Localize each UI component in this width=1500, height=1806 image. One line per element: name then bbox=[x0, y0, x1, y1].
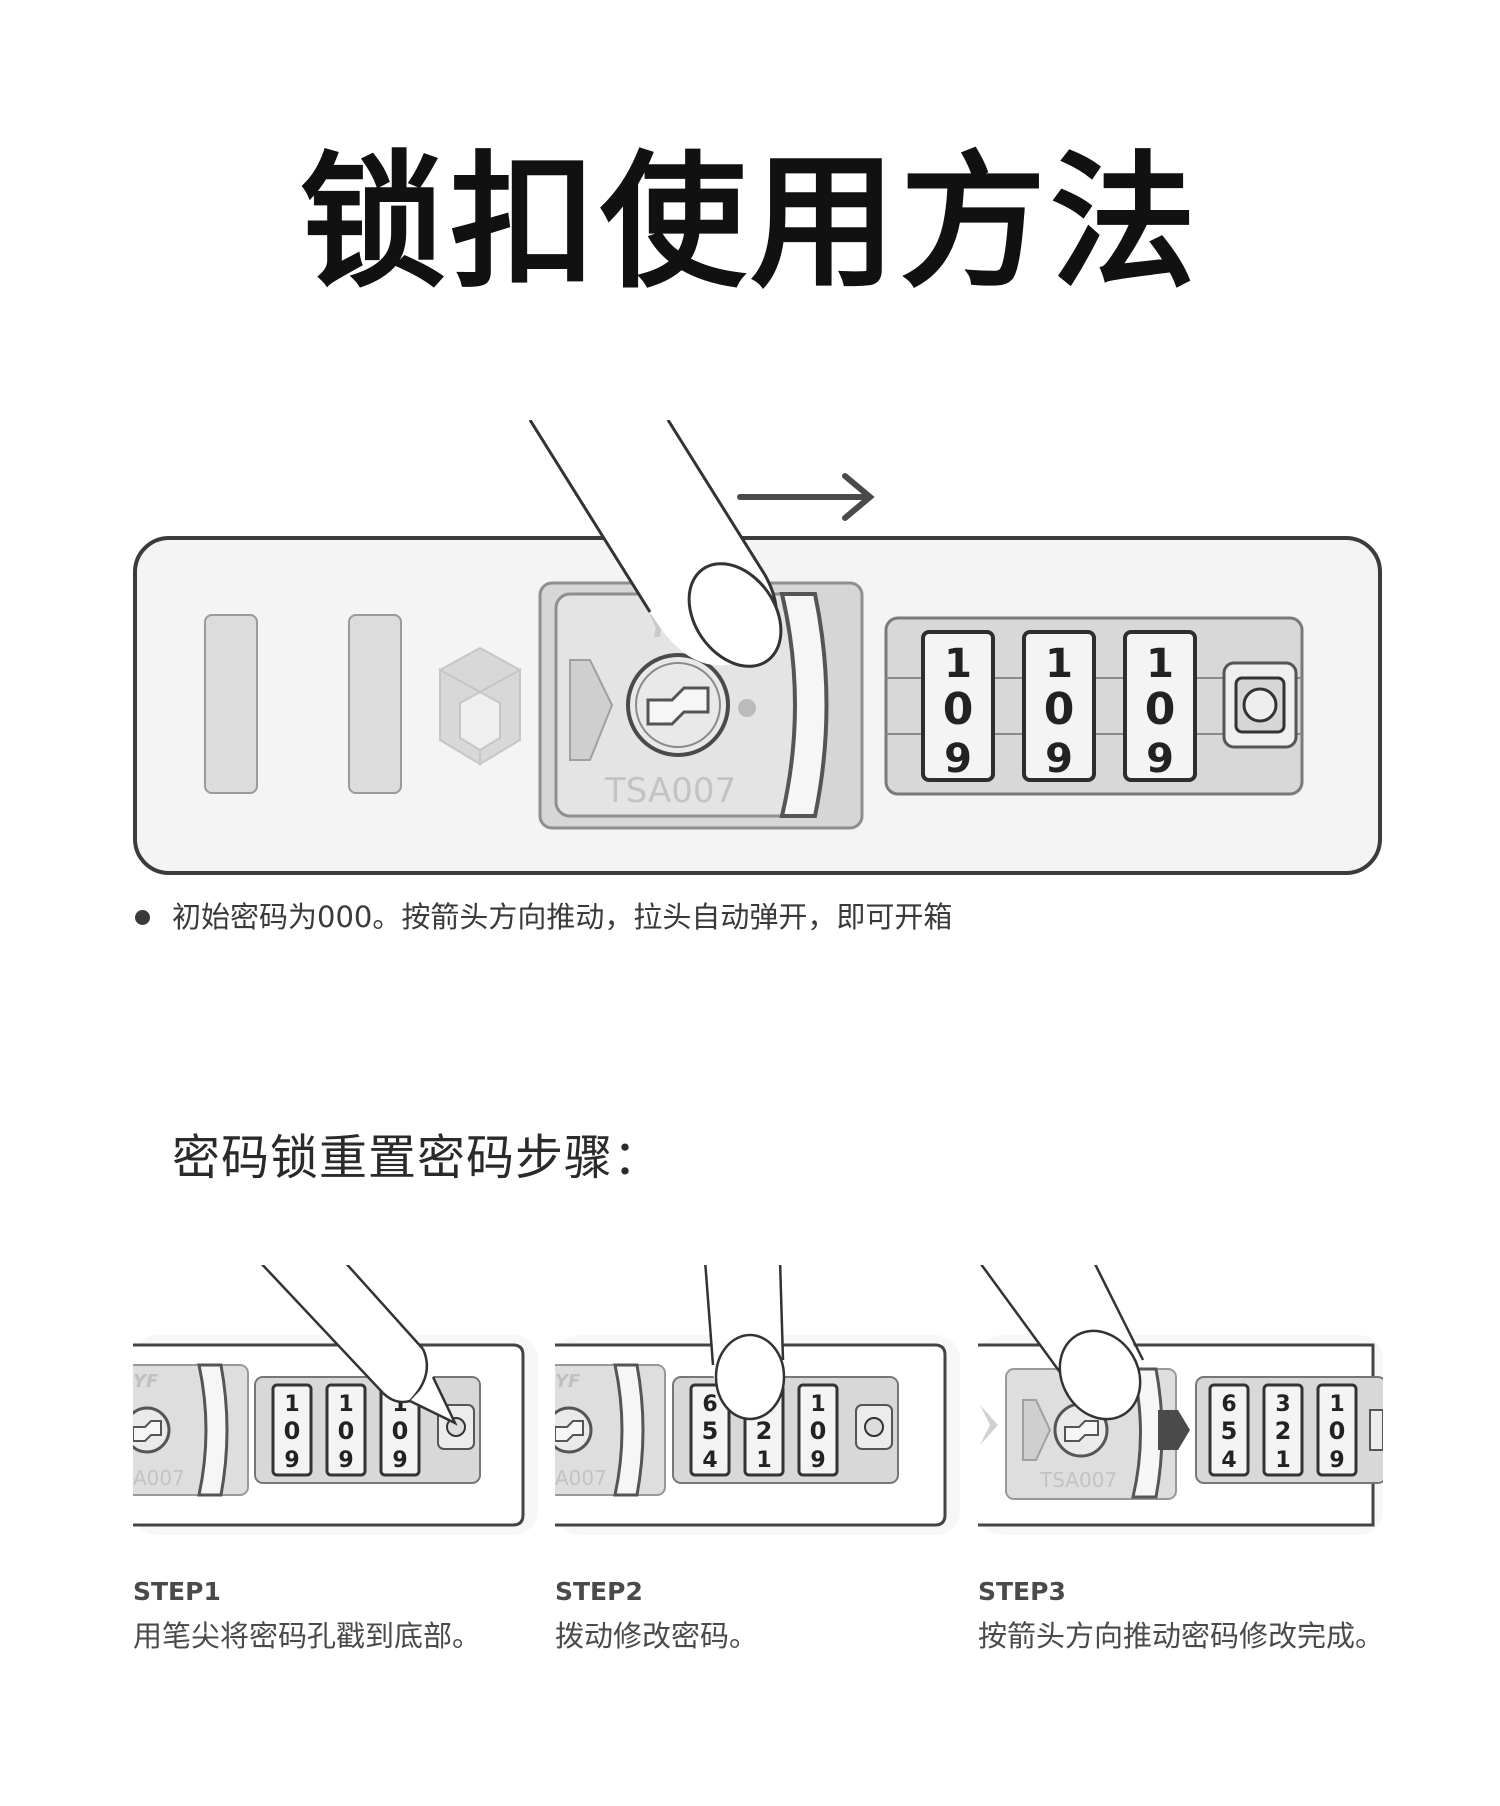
svg-text:9: 9 bbox=[1146, 736, 1174, 782]
svg-text:YF: YF bbox=[133, 1371, 159, 1392]
step2-description: 拨动修改密码。 bbox=[555, 1619, 759, 1653]
svg-text:0: 0 bbox=[1044, 684, 1075, 735]
svg-text:1: 1 bbox=[338, 1392, 353, 1417]
reset-hole-button[interactable] bbox=[1222, 661, 1298, 749]
dial-3[interactable]: 1 0 9 bbox=[1123, 630, 1197, 782]
step3-dial-3[interactable]: 1 0 9 bbox=[1316, 1383, 1358, 1477]
svg-text:1: 1 bbox=[1146, 641, 1174, 687]
step2-dial-1[interactable]: 6 5 4 bbox=[689, 1383, 731, 1477]
page-title: 锁扣使用方法 bbox=[300, 138, 1200, 308]
svg-text:2: 2 bbox=[756, 1417, 773, 1445]
svg-text:3: 3 bbox=[1275, 1392, 1290, 1417]
svg-text:TSA007: TSA007 bbox=[1039, 1468, 1117, 1492]
svg-text:A007: A007 bbox=[555, 1466, 607, 1490]
svg-text:0: 0 bbox=[284, 1417, 301, 1445]
step3-label: STEP3 bbox=[978, 1577, 1066, 1606]
svg-text:2: 2 bbox=[1275, 1417, 1292, 1445]
svg-text:1: 1 bbox=[810, 1392, 825, 1417]
note-text: 初始密码为000。按箭头方向推动，拉头自动弹开，即可开箱 bbox=[172, 900, 953, 934]
step1-description: 用笔尖将密码孔戳到底部。 bbox=[133, 1619, 482, 1653]
svg-text:1: 1 bbox=[284, 1392, 299, 1417]
finger-pushing-icon bbox=[528, 420, 783, 668]
faded-arrow-icon bbox=[980, 1405, 998, 1445]
svg-text:9: 9 bbox=[1045, 736, 1073, 782]
initial-password-note: 初始密码为000。按箭头方向推动，拉头自动弹开，即可开箱 bbox=[135, 897, 952, 937]
svg-text:4: 4 bbox=[1221, 1448, 1236, 1473]
svg-text:9: 9 bbox=[944, 736, 972, 782]
svg-text:YF: YF bbox=[555, 1371, 581, 1392]
svg-text:9: 9 bbox=[810, 1448, 825, 1473]
push-arrow-icon bbox=[1158, 1410, 1190, 1450]
pen-tip-icon bbox=[260, 1265, 458, 1426]
step3-dial-1[interactable]: 6 5 4 bbox=[1208, 1383, 1250, 1477]
svg-text:9: 9 bbox=[338, 1448, 353, 1473]
step1-dial-3[interactable]: 1 0 9 bbox=[379, 1383, 421, 1477]
step3-dial-2[interactable]: 3 2 1 bbox=[1262, 1383, 1304, 1477]
step3-description: 按箭头方向推动密码修改完成。 bbox=[978, 1619, 1385, 1653]
svg-text:0: 0 bbox=[338, 1417, 355, 1445]
svg-text:0: 0 bbox=[1145, 684, 1176, 735]
svg-text:6: 6 bbox=[702, 1392, 717, 1417]
step1-illustration: YF A007 1 0 9 1 0 9 1 0 9 bbox=[133, 1265, 538, 1535]
strap-slot-left bbox=[204, 614, 258, 794]
step3-finger-icon bbox=[980, 1265, 1145, 1421]
svg-text:9: 9 bbox=[392, 1448, 407, 1473]
cube-logo-icon bbox=[437, 646, 523, 766]
svg-text:1: 1 bbox=[756, 1448, 771, 1473]
dial-1[interactable]: 1 0 9 bbox=[921, 630, 995, 782]
svg-text:1: 1 bbox=[944, 641, 972, 687]
step2-finger-icon bbox=[704, 1265, 786, 1421]
reset-heading: 密码锁重置密码步骤： bbox=[172, 1130, 663, 1186]
svg-text:0: 0 bbox=[1329, 1417, 1346, 1445]
dial-2[interactable]: 1 0 9 bbox=[1022, 630, 1096, 782]
bullet-icon bbox=[135, 909, 150, 925]
step1-dial-2[interactable]: 1 0 9 bbox=[325, 1383, 367, 1477]
main-lock-illustration: YF TSA007 1 0 9 1 0 9 1 0 9 bbox=[133, 420, 1382, 875]
svg-text:0: 0 bbox=[943, 684, 974, 735]
slider-curve bbox=[779, 592, 829, 818]
svg-text:1: 1 bbox=[1275, 1448, 1290, 1473]
svg-text:0: 0 bbox=[810, 1417, 827, 1445]
step2-illustration: YF A007 6 5 4 3 2 1 1 0 9 bbox=[555, 1265, 960, 1535]
svg-text:0: 0 bbox=[392, 1417, 409, 1445]
strap-slot-right bbox=[348, 614, 402, 794]
step3-illustration: TSA007 6 5 4 3 2 1 1 0 9 bbox=[978, 1265, 1383, 1535]
push-direction-arrow-icon bbox=[737, 473, 875, 521]
step2-label: STEP2 bbox=[555, 1577, 643, 1606]
svg-text:1: 1 bbox=[1045, 641, 1073, 687]
svg-text:5: 5 bbox=[702, 1417, 719, 1445]
svg-text:6: 6 bbox=[1221, 1392, 1236, 1417]
step2-reset-hole[interactable] bbox=[855, 1404, 893, 1450]
tsa-arrow-icon bbox=[569, 659, 614, 761]
svg-text:4: 4 bbox=[702, 1448, 717, 1473]
step1-label: STEP1 bbox=[133, 1577, 221, 1606]
svg-text:1: 1 bbox=[1329, 1392, 1344, 1417]
tsa-model-text: TSA007 bbox=[604, 771, 736, 811]
svg-text:A007: A007 bbox=[133, 1466, 185, 1490]
svg-text:5: 5 bbox=[1221, 1417, 1238, 1445]
svg-text:9: 9 bbox=[284, 1448, 299, 1473]
svg-text:9: 9 bbox=[1329, 1448, 1344, 1473]
step2-dial-3[interactable]: 1 0 9 bbox=[797, 1383, 839, 1477]
step1-dial-1[interactable]: 1 0 9 bbox=[271, 1383, 313, 1477]
